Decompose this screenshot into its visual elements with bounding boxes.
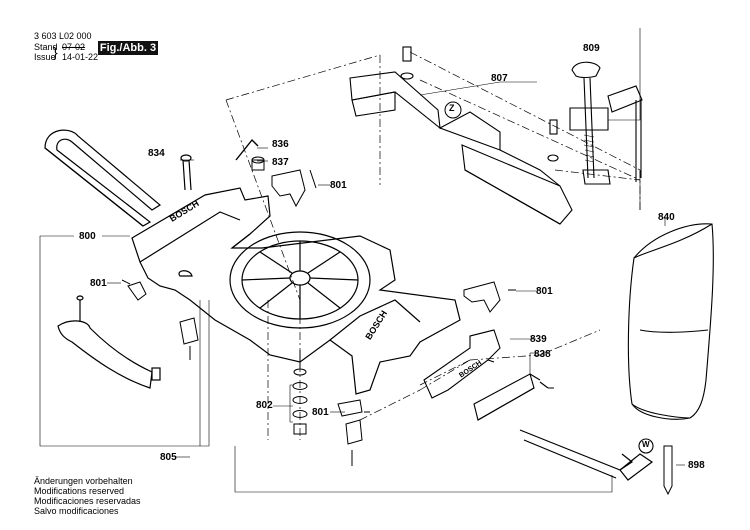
part-label-838: 838 xyxy=(534,349,551,360)
part-802-washers xyxy=(292,350,308,435)
part-label-801-right: 801 xyxy=(536,286,553,297)
part-801-bracket-bottom xyxy=(337,399,363,417)
part-label-807: 807 xyxy=(491,73,508,84)
part-801-bracket-right xyxy=(463,281,501,313)
doc-number: 3 603 L02 000 xyxy=(34,31,92,41)
note-line-3: Modificaciones reservadas xyxy=(34,496,141,506)
part-label-805: 805 xyxy=(160,452,177,463)
part-label-800: 800 xyxy=(79,231,96,242)
part-838-rods xyxy=(519,429,654,481)
part-label-839: 839 xyxy=(530,334,547,345)
part-label-837: 837 xyxy=(272,157,289,168)
stand-date: 07-02 xyxy=(62,42,86,52)
part-label-840: 840 xyxy=(658,212,675,223)
part-800-base xyxy=(131,187,461,395)
part-837-knob xyxy=(251,156,265,171)
assembly-lines xyxy=(225,51,641,440)
part-898-pencil xyxy=(663,445,673,496)
note-line-2: Modifications reserved xyxy=(34,486,125,496)
marker-z: Z xyxy=(449,103,455,113)
part-label-801-top: 801 xyxy=(330,180,347,191)
marker-w: W xyxy=(642,440,650,449)
marker-z-circle xyxy=(444,101,462,119)
part-838-stop-block xyxy=(473,373,549,421)
note-line-1: Änderungen vorbehalten xyxy=(34,476,133,486)
part-840-dust-bag xyxy=(627,223,714,454)
issue-label: Issue xyxy=(34,52,56,62)
part-801-bracket-left xyxy=(127,281,147,301)
part-label-836: 836 xyxy=(272,139,289,150)
part-label-802: 802 xyxy=(256,400,273,411)
figure-tag: Fig./Abb. 3 xyxy=(98,41,158,55)
part-809-clamp xyxy=(569,61,643,185)
part-label-801-left: 801 xyxy=(90,278,107,289)
stand-label: Stand xyxy=(34,42,58,52)
part-label-834: 834 xyxy=(148,148,165,159)
part-807-fence xyxy=(349,46,573,225)
part-836-hex-key xyxy=(235,138,259,161)
part-839-extension xyxy=(423,329,501,399)
header-brace: } xyxy=(53,44,58,60)
part-label-898: 898 xyxy=(688,460,705,471)
issue-date: 14-01-22 xyxy=(62,52,99,62)
part-label-801-bottom: 801 xyxy=(312,407,329,418)
screws xyxy=(121,169,554,413)
note-line-4: Salvo modificaciones xyxy=(34,506,119,516)
part-label-809: 809 xyxy=(583,43,600,54)
part-805-guard xyxy=(57,295,161,389)
part-801-bracket-top xyxy=(271,169,306,208)
leader-lines xyxy=(39,28,685,493)
part-834-handle xyxy=(44,129,192,227)
base-clip-parts xyxy=(179,317,363,466)
